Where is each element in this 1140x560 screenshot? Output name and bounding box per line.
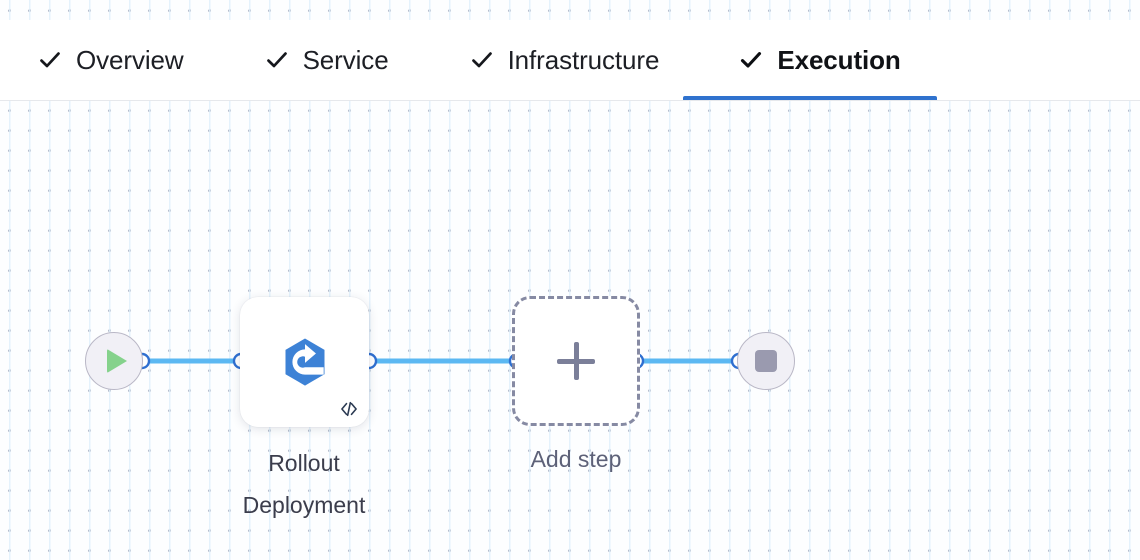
tab-service[interactable]: Service bbox=[208, 20, 413, 100]
check-icon bbox=[40, 52, 60, 68]
pipeline-graph: Rollout Deployment Add step bbox=[0, 101, 1140, 560]
tab-label-execution: Execution bbox=[777, 45, 901, 75]
tab-infrastructure[interactable]: Infrastructure bbox=[413, 20, 684, 100]
tab-list: Overview Service Infrastructure bbox=[0, 20, 937, 100]
pipeline-stage-tabbar: Overview Service Infrastructure bbox=[0, 20, 1140, 101]
add-step-box[interactable] bbox=[512, 296, 640, 426]
rollout-deployment-icon bbox=[285, 338, 324, 386]
plus-icon bbox=[557, 342, 595, 380]
end-node-circle[interactable] bbox=[737, 332, 795, 390]
tab-execution[interactable]: Execution bbox=[683, 20, 937, 100]
tab-overview[interactable]: Overview bbox=[0, 20, 208, 100]
pipeline-node-end[interactable] bbox=[737, 332, 795, 390]
stop-icon bbox=[755, 350, 777, 372]
tab-active-underline bbox=[683, 96, 937, 100]
check-icon bbox=[266, 52, 287, 68]
tab-label-overview: Overview bbox=[76, 45, 184, 75]
pipeline-node-add-step[interactable]: Add step bbox=[512, 296, 640, 472]
pipeline-node-rollout-deployment[interactable]: Rollout Deployment bbox=[240, 297, 369, 518]
start-node-circle[interactable] bbox=[85, 332, 143, 390]
play-icon bbox=[107, 349, 127, 373]
rollout-deployment-card[interactable] bbox=[240, 297, 369, 427]
check-icon bbox=[471, 52, 492, 68]
code-icon bbox=[341, 401, 357, 417]
tab-label-infrastructure: Infrastructure bbox=[507, 45, 660, 75]
check-icon bbox=[741, 52, 762, 68]
pipeline-node-start[interactable] bbox=[85, 332, 143, 390]
tab-label-service: Service bbox=[302, 45, 389, 75]
